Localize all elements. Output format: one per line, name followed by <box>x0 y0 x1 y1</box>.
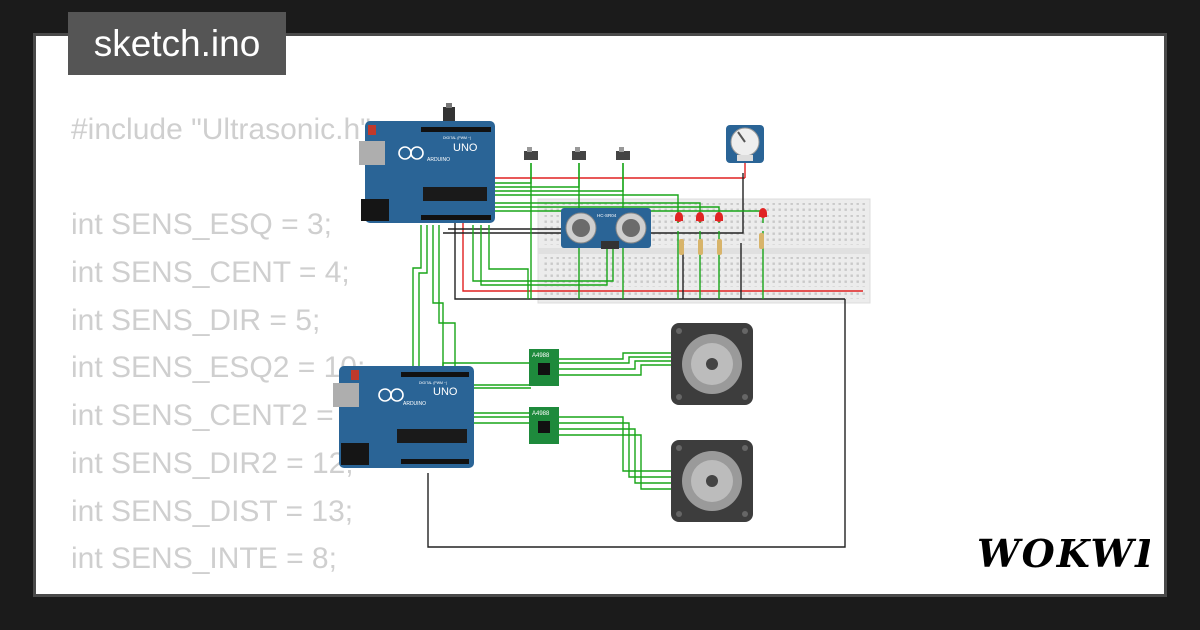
sensor-label: HC-SR04 <box>597 213 617 218</box>
wokwi-logo-text: WOKWI <box>977 531 1150 575</box>
arduino-uno-top: UNO ARDUINO DIGITAL (PWM ~) <box>359 103 495 223</box>
stepper-driver: A4988 <box>529 349 559 386</box>
ultrasonic-sensor: HC-SR04 <box>561 208 651 249</box>
code-line: const int LED_SENS_ESQ = 9; <box>71 583 487 594</box>
code-line: #include "Ultrasonic.h" <box>71 113 371 146</box>
stepper-motor <box>671 440 753 522</box>
code-line: int SENS_ESQ = 3; <box>71 208 332 242</box>
code-line: int SENS_DIR2 = 12; <box>71 446 354 480</box>
board-header-label: DIGITAL (PWM ~) <box>419 381 447 385</box>
code-line: int SENS_CENT = 4; <box>71 256 350 290</box>
led-red <box>675 212 683 222</box>
code-line: int SENS_INTE = 8; <box>71 542 337 576</box>
code-line: int SENS_ESQ2 = 10; <box>71 351 366 385</box>
file-name-tab[interactable]: sketch.ino <box>68 12 286 75</box>
led-red <box>759 208 767 218</box>
resistor <box>717 239 722 255</box>
slide-switch <box>616 147 630 160</box>
led-red <box>715 212 723 222</box>
code-line: int SENS_CENT2 = 11; <box>71 399 382 433</box>
slide-switch <box>524 147 538 160</box>
project-preview-card[interactable]: #include "Ultrasonic.h" int SENS_ESQ = 3;… <box>33 33 1167 597</box>
resistor <box>679 239 684 255</box>
board-logo: UNO <box>433 386 458 398</box>
stepper-driver: A4988 <box>529 407 559 444</box>
arduino-uno-bottom: UNO ARDUINO DIGITAL (PWM ~) <box>333 366 474 468</box>
resistor <box>698 239 703 255</box>
board-logo: UNO <box>453 142 478 154</box>
wokwi-logo: WOKWI <box>977 531 1150 575</box>
slide-switch <box>572 147 586 160</box>
resistor <box>759 233 764 249</box>
code-line: int SENS_DIST = 13; <box>71 494 354 528</box>
led-red <box>696 212 704 222</box>
code-preview: #include "Ultrasonic.h" int SENS_ESQ = 3;… <box>71 106 487 594</box>
potentiometer <box>726 125 764 163</box>
circuit-diagram: UNO ARDUINO DIGITAL (PWM ~) UNO ARDUINO … <box>333 103 871 548</box>
stepper-motor <box>671 323 753 405</box>
board-brand: ARDUINO <box>427 157 450 163</box>
code-line: int SENS_DIR = 5; <box>71 303 321 337</box>
board-brand: ARDUINO <box>403 401 426 407</box>
board-header-label: DIGITAL (PWM ~) <box>443 136 471 140</box>
driver-label: A4988 <box>532 353 550 359</box>
driver-label: A4988 <box>532 411 550 417</box>
